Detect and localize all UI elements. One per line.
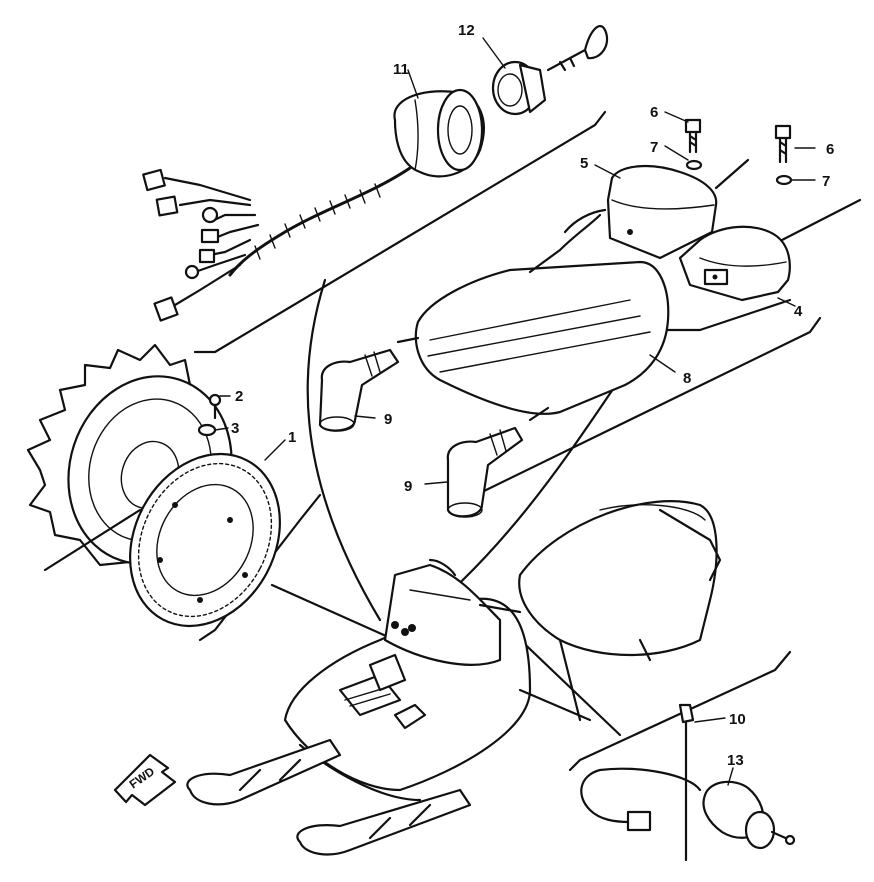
starter-ring-gear <box>129 452 281 628</box>
ignition-coil-4 <box>678 198 862 302</box>
callout-2: 2 <box>235 388 243 405</box>
cdi-unit-8 <box>396 213 792 422</box>
leader-line-harness <box>306 278 382 622</box>
spark-plug-cap-upper <box>318 348 400 432</box>
callout-7-left: 7 <box>650 139 658 156</box>
callout-3: 3 <box>231 420 239 437</box>
forward-direction-arrow: FWD <box>113 753 177 807</box>
callout-8: 8 <box>683 370 691 387</box>
callout-7-right: 7 <box>822 173 830 190</box>
wire-harness-assembly <box>142 88 485 322</box>
callout-10: 10 <box>729 711 746 728</box>
callout-4: 4 <box>794 303 803 320</box>
callout-11: 11 <box>393 61 409 78</box>
callout-5: 5 <box>580 155 588 172</box>
callout-1: 1 <box>288 429 296 446</box>
spark-plug-cap-lower <box>446 426 524 518</box>
callout-13: 13 <box>727 752 744 769</box>
callout-9-lower: 9 <box>404 478 412 495</box>
snowmobile <box>186 500 722 856</box>
callout-6-left: 6 <box>650 104 658 121</box>
callout-leaders <box>214 37 816 786</box>
ignition-switch <box>491 25 609 116</box>
ignition-coil-5 <box>563 158 750 260</box>
bolt-6-right <box>774 124 792 164</box>
leader-line-magneto <box>270 583 397 642</box>
callout-12: 12 <box>458 22 475 39</box>
washer-3 <box>197 423 217 437</box>
callout-6-right: 6 <box>826 141 834 158</box>
group-bracket-switch <box>568 650 792 772</box>
group-bracket-harness <box>193 110 607 354</box>
callout-9-upper: 9 <box>384 411 392 428</box>
washer-7-right <box>775 174 793 186</box>
key-icon <box>546 25 609 72</box>
leader-line-switch <box>508 628 622 737</box>
screw-2 <box>208 393 222 420</box>
throttle-switch-assembly <box>580 703 796 862</box>
bolt-6-left <box>684 118 702 154</box>
washer-7-left <box>685 159 703 171</box>
